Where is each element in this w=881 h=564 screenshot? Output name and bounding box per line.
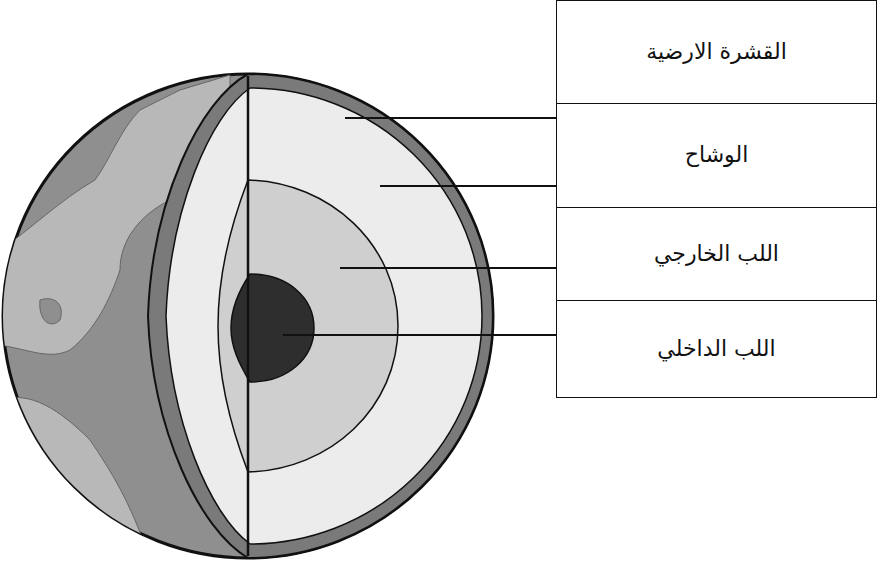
outer-core-layer (218, 180, 398, 472)
leader-line (283, 334, 556, 336)
label-box: الوشاح (556, 103, 877, 208)
inner-core-layer (231, 274, 314, 382)
label-box: اللب الداخلي (556, 300, 877, 398)
label-box: القشرة الارضية (556, 0, 877, 104)
layer-label: اللب الداخلي (647, 336, 785, 362)
layer-label: القشرة الارضية (636, 39, 797, 65)
layer-label: الوشاح (675, 142, 759, 168)
axis-line (247, 76, 250, 556)
crust-layer (148, 74, 493, 558)
leader-line (380, 185, 556, 187)
leader-line (340, 267, 556, 269)
leader-line (345, 117, 556, 119)
layer-label: اللب الخارجي (644, 241, 789, 267)
mantle-layer (166, 88, 482, 544)
label-box: اللب الخارجي (556, 207, 877, 301)
